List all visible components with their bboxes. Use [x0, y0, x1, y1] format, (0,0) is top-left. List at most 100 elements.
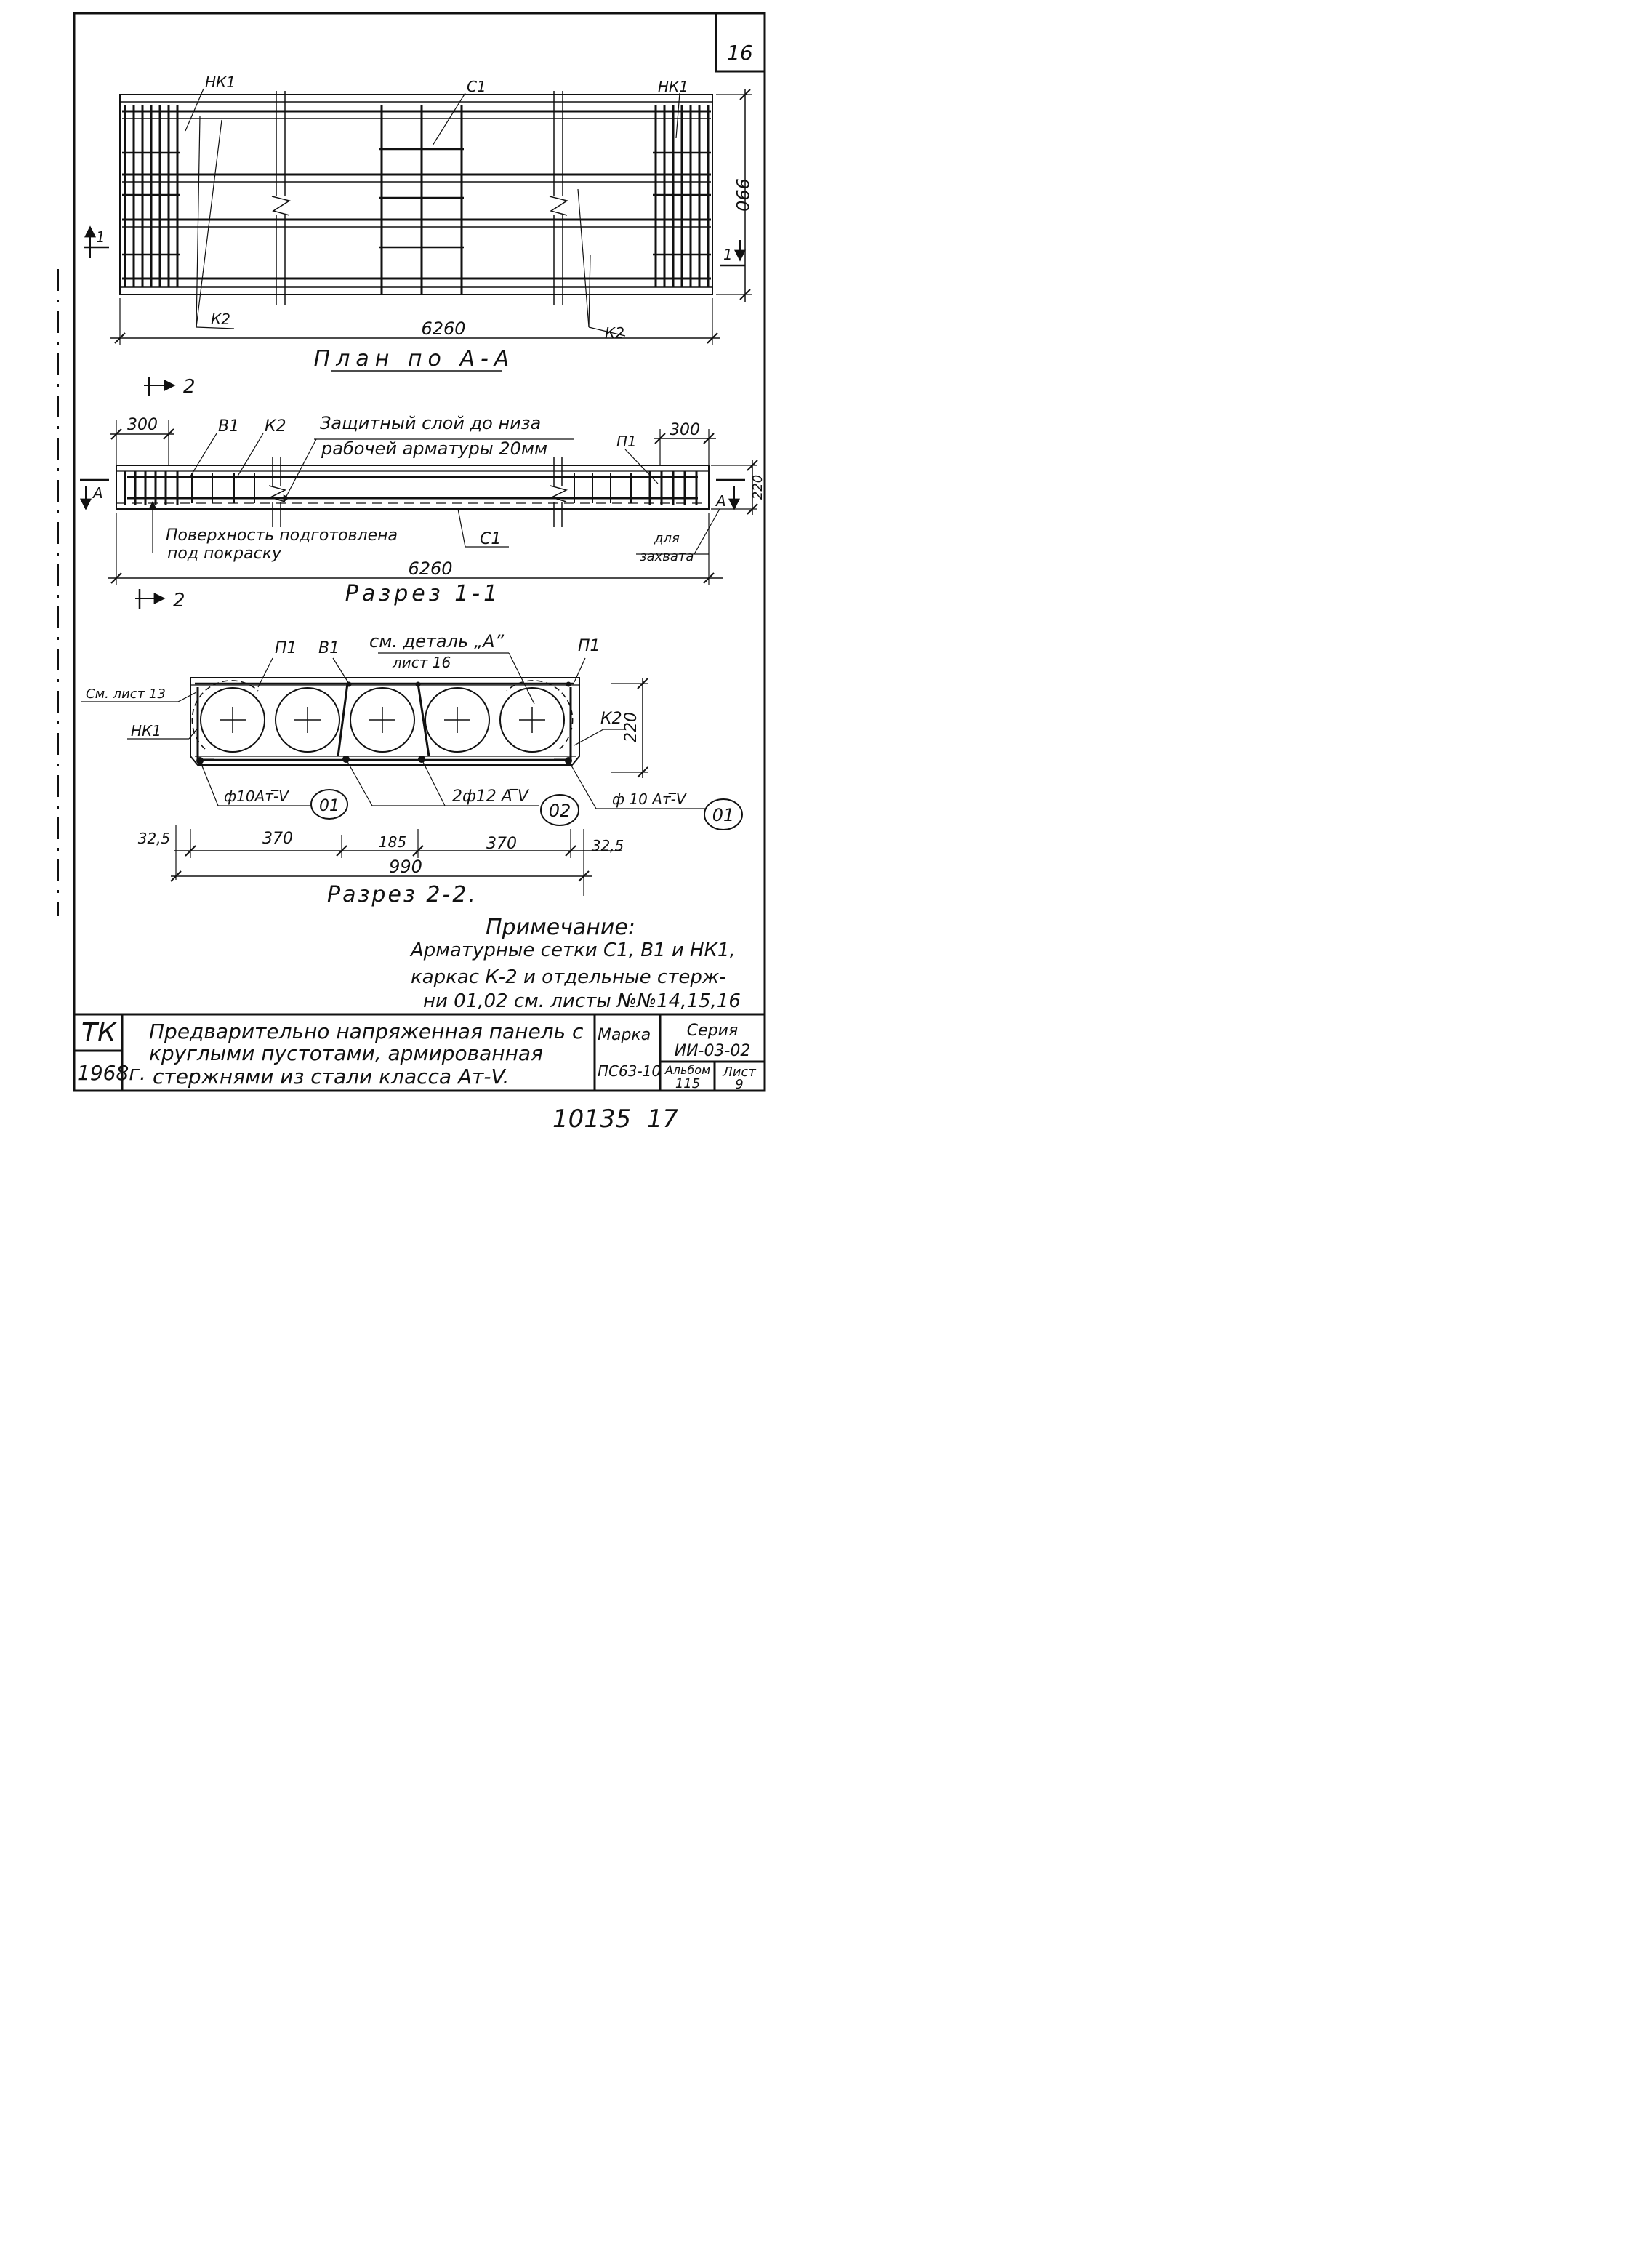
- tb-desc-line-3: стержнями из стали класса Ат-V.: [153, 1065, 509, 1089]
- cut-mark-bottom: 2: [173, 590, 185, 612]
- void-5: [499, 687, 565, 753]
- section22-dim-3: 185: [379, 833, 406, 851]
- section22-dimension-lines: [170, 678, 648, 896]
- surface-note-line-1: Поверхность подготовлена: [166, 526, 398, 545]
- tb-series-label: Серия: [687, 1022, 738, 1040]
- sheet-number-box: [715, 13, 765, 73]
- section11-label-k2: К2: [265, 417, 286, 436]
- plan-view: [84, 88, 752, 372]
- section22-dim-2: 370: [262, 830, 293, 848]
- tb-year: 1968г.: [77, 1061, 146, 1085]
- section-2-2: [81, 652, 743, 896]
- plan-leaders: [185, 88, 680, 337]
- plan-section-mark-left: 1: [96, 228, 105, 246]
- note-line-2: каркас К-2 и отдельные стерж-: [411, 966, 726, 988]
- plan-label-k2-right: К2: [605, 324, 624, 342]
- callout-circles: [310, 789, 743, 830]
- plan-label-nk1-right: НК1: [658, 78, 688, 95]
- void-circles: [191, 680, 574, 753]
- plan-label-c1: С1: [467, 78, 486, 95]
- tb-series-value: ИИ-03-02: [675, 1042, 751, 1060]
- sheet-number: 16: [727, 41, 753, 65]
- section11-title: Разрез 1-1: [345, 581, 501, 606]
- callout-circle-01-right: [704, 798, 743, 830]
- tb-desc-line-1: Предварительно напряженная панель с: [149, 1019, 584, 1043]
- section22-dim-5: 32,5: [592, 837, 624, 854]
- section11-left-cage: [124, 471, 255, 505]
- void-2: [275, 687, 340, 753]
- section22-label-see-sheet: См. лист 13: [86, 686, 166, 702]
- section22-leaders: [81, 652, 705, 809]
- plan-dim-length: 6260: [421, 318, 465, 339]
- section22-title: Разрез 2-2.: [327, 882, 478, 907]
- section11-dimension-lines: [108, 420, 758, 585]
- title-block: [74, 1013, 765, 1091]
- section11-dim-left: 300: [127, 416, 158, 434]
- section11-label-v1: В1: [218, 417, 239, 436]
- technical-drawing: 16: [57, 12, 766, 1134]
- section-2-cut-marks: [135, 377, 176, 609]
- cover-note-line-2: рабочей арматуры 20мм: [321, 438, 547, 459]
- bottom-number: 10135 17: [552, 1105, 678, 1134]
- tb-marka-label: Марка: [598, 1026, 651, 1044]
- section11-a-marks: [80, 478, 745, 510]
- section22-dim-height: 220: [622, 712, 640, 742]
- section22-reinforcement: [195, 681, 574, 764]
- grip-note-line-2: захвата: [640, 549, 694, 564]
- tb-marka-value: ПС63-10: [598, 1062, 661, 1080]
- section11-dim-length: 6260: [408, 558, 452, 579]
- section22-label-k2: К2: [600, 710, 622, 728]
- note-line-3: ни 01,02 см. листы №№14,15,16: [423, 990, 741, 1012]
- tb-desc-line-2: круглыми пустотами, армированная: [149, 1041, 543, 1065]
- plan-nk1-right-mesh: [653, 105, 711, 287]
- section11-dim-height: 220: [750, 475, 765, 500]
- plan-longitudinal-bars: [122, 110, 711, 280]
- section22-label-p1-right: П1: [578, 637, 600, 655]
- grip-note-line-1: для: [654, 531, 680, 546]
- plan-title: План по А-А: [314, 346, 515, 372]
- callout-circle-01-left: [310, 789, 348, 820]
- section-1-1: [80, 377, 758, 609]
- tb-album-label: Альбом: [664, 1063, 710, 1077]
- section11-leaders: [149, 433, 720, 555]
- cut-mark-top: 2: [183, 376, 196, 398]
- plan-break-lines: [271, 91, 568, 305]
- void-1: [200, 687, 265, 753]
- callout-bar-mid: 2ф12 А ̅V: [452, 788, 530, 806]
- section11-label-c1: С1: [480, 530, 501, 548]
- plan-nk1-left-mesh: [122, 105, 180, 287]
- note-title: Примечание:: [486, 915, 635, 940]
- section22-label-nk1: НК1: [131, 722, 161, 740]
- surface-note-line-2: под покраску: [167, 545, 282, 563]
- cover-note-line-1: Защитный слой до низа: [320, 413, 541, 433]
- section22-dim-4: 370: [486, 835, 517, 853]
- section22-label-v1: В1: [318, 639, 339, 657]
- plan-label-nk1-left: НК1: [205, 73, 236, 91]
- section22-label-p1-left: П1: [275, 639, 297, 657]
- note-line-1: Арматурные сетки С1, В1 и НК1,: [409, 939, 736, 961]
- section22-label-detail: см. деталь „А”: [369, 631, 505, 652]
- section11-label-a-left: А: [92, 484, 103, 502]
- section22-label-detail-sheet: лист 16: [392, 654, 451, 671]
- section22-outline: [190, 677, 580, 766]
- plan-dimension-lines: [110, 89, 752, 372]
- tb-sheet-label: Лист: [722, 1065, 756, 1080]
- void-4: [425, 687, 490, 753]
- tb-sheet-value: 9: [735, 1077, 743, 1092]
- section11-right-cage: [574, 471, 698, 505]
- callout-num-01-right: 01: [712, 805, 735, 825]
- callout-bar-left: ф10Ат-̅V: [224, 788, 289, 805]
- tb-org: ТК: [81, 1018, 117, 1048]
- void-3: [350, 687, 415, 753]
- callout-num-02: 02: [549, 801, 571, 821]
- callout-num-01-left: 01: [319, 797, 339, 815]
- section11-label-p1: П1: [616, 433, 637, 450]
- plan-section-mark-right: 1: [723, 246, 733, 263]
- plan-section-marks: [84, 225, 746, 267]
- section11-break-lines: [268, 457, 568, 527]
- tb-album-value: 115: [675, 1076, 700, 1091]
- section11-dim-right: 300: [670, 421, 700, 439]
- section22-dim-total: 990: [389, 857, 422, 877]
- plan-label-k2-left: К2: [211, 310, 230, 328]
- section11-label-a-right: А: [715, 492, 726, 510]
